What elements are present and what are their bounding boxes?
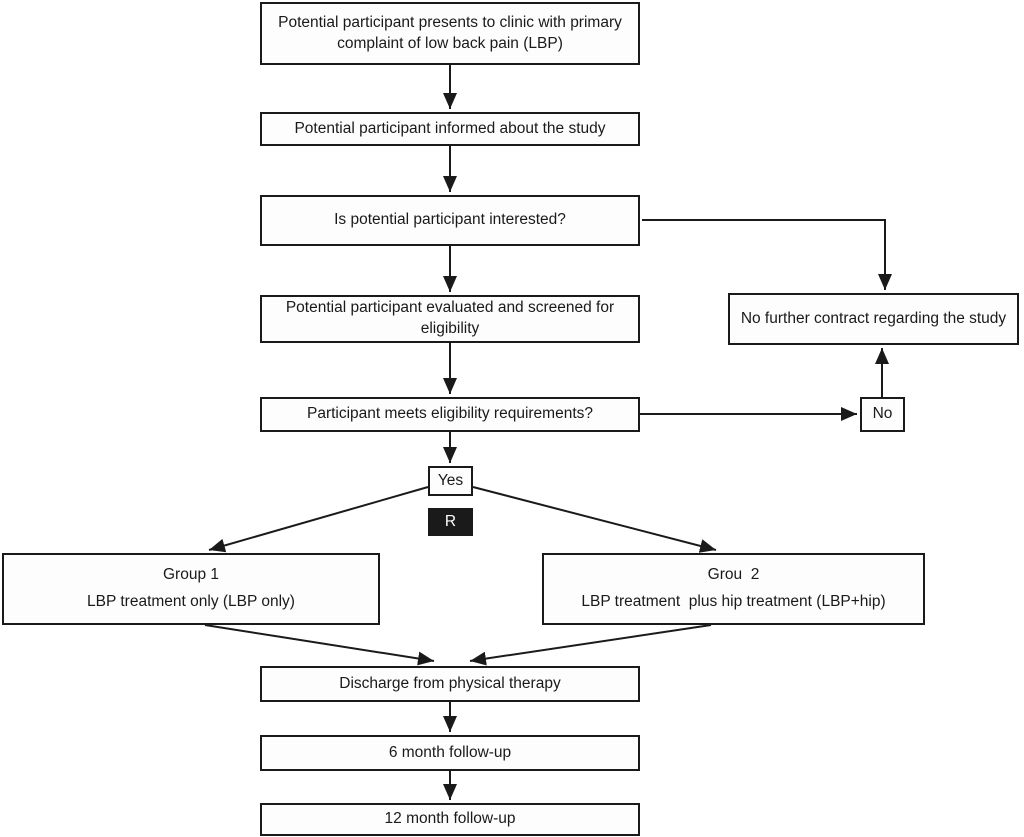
node-group2: Grou 2 LBP treatment plus hip treatment …	[542, 553, 925, 625]
node-participant-informed: Potential participant informed about the…	[260, 112, 640, 146]
node-evaluated-and-screened: Potential participant evaluated and scre…	[260, 295, 640, 343]
group2-title: Grou 2	[707, 566, 760, 583]
line-interested-to-nocontact	[642, 219, 892, 290]
node-randomization-marker: R	[428, 508, 473, 536]
arrow-yes-to-group1	[208, 486, 429, 553]
node-6-month-followup: 6 month follow-up	[260, 735, 640, 771]
node-no-further-contact: No further contract regarding the study	[728, 293, 1019, 345]
arrow-yes-to-group2	[472, 486, 717, 553]
group1-title: Group 1	[162, 566, 219, 583]
node-group1: Group 1 LBP treatment only (LBP only)	[2, 553, 380, 625]
arrow-group1-to-discharge	[204, 624, 435, 666]
node-meets-eligibility: Participant meets eligibility requiremen…	[260, 397, 640, 432]
node-is-participant-interested: Is potential participant interested?	[260, 195, 640, 246]
node-no-label: No	[860, 397, 905, 432]
group1-body: LBP treatment only (LBP only)	[87, 593, 295, 611]
group2-body: LBP treatment plus hip treatment (LBP+hi…	[581, 593, 886, 611]
node-discharge: Discharge from physical therapy	[260, 666, 640, 702]
arrow-group2-to-discharge	[469, 624, 712, 666]
node-potential-participant-presents: Potential participant presents to clinic…	[260, 2, 640, 65]
node-yes-label: Yes	[428, 466, 473, 496]
node-12-month-followup: 12 month follow-up	[260, 803, 640, 836]
